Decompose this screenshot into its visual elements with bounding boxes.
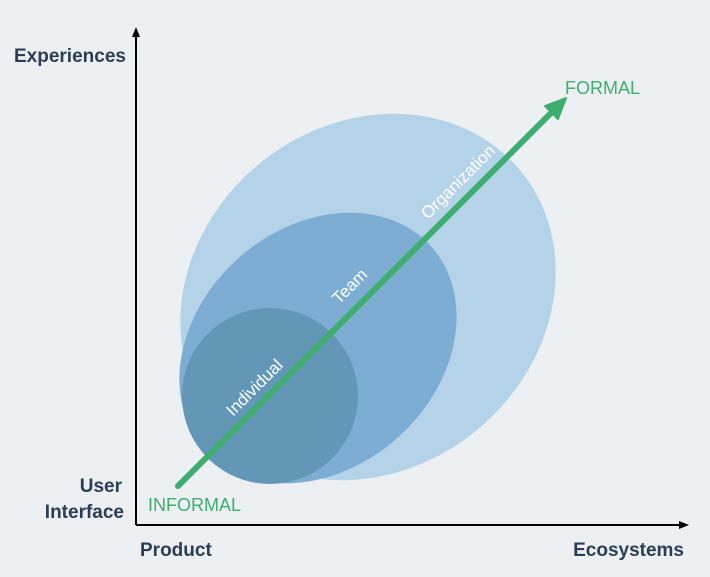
- formality-arrow-shaft: [175, 109, 555, 489]
- y-axis-bottom-label-line1: User: [80, 476, 123, 497]
- informal-label: INFORMAL: [148, 495, 241, 515]
- y-axis-top-label: Experiences: [14, 46, 126, 67]
- y-axis-bottom-label-line2: Interface: [45, 502, 124, 523]
- x-axis-right-label: Ecosystems: [573, 540, 684, 561]
- formality-arrowhead: [544, 97, 567, 120]
- formal-label: FORMAL: [565, 78, 640, 98]
- x-axis-left-label: Product: [140, 540, 212, 561]
